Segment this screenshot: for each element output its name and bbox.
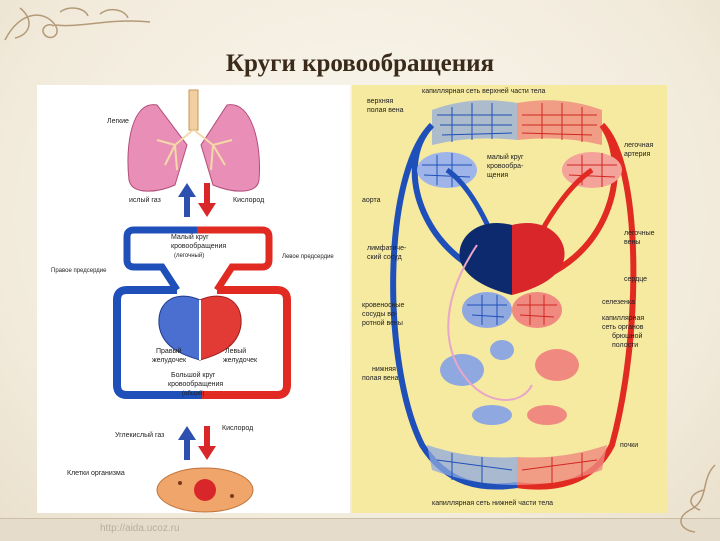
lymphatic-vessel (447, 244, 533, 401)
svc-label-2: полая вена (367, 107, 404, 114)
arrow-up-icon (178, 183, 196, 217)
upper-capillary-label: капиллярная сеть верхней части тела (422, 87, 546, 95)
corner-ornament-icon (4, 7, 151, 41)
lymph-label-2: ский сосуд (367, 253, 402, 261)
right-ventricle-label-2: желудочек (152, 357, 187, 364)
arrow-down-icon (198, 183, 216, 217)
lower-capillary-network (427, 445, 607, 485)
pulmonary-artery-loop (123, 226, 197, 292)
o2-top-label: Кислород (233, 197, 264, 204)
detailed-circulation-diagram: капиллярная сеть верхней части тела верх… (352, 85, 667, 513)
detailed-circulation-svg: капиллярная сеть верхней части тела верх… (362, 87, 655, 507)
pulm-artery-label-2: артерия (624, 151, 650, 158)
pulm-artery-label-1: легочная (624, 142, 654, 149)
ivc-label-1: нижняя (372, 366, 396, 373)
pulm-veins-label-1: легочные (624, 230, 655, 237)
small-circle-label-3: щения (487, 172, 508, 179)
bottom-band (0, 518, 720, 541)
small-circle-label-2: кровообращения (171, 242, 226, 250)
abd-cap-label-4: полости (612, 342, 638, 349)
lower-capillary-label: капиллярная сеть нижней части тела (432, 499, 553, 507)
systemic-artery-loop (202, 286, 291, 399)
watermark: http://aida.ucoz.ru (100, 523, 180, 534)
heart-icon (158, 295, 242, 361)
big-circle-label-2: кровообращения (168, 380, 223, 388)
arrow-up-icon (178, 426, 196, 460)
kidney-capillary-network (472, 405, 567, 425)
cell-icon (156, 467, 254, 513)
lungs-label: Легкие (107, 118, 129, 125)
heart-icon (459, 223, 565, 295)
portal-label-1: кровеносные (362, 302, 405, 309)
left-atrium-label: Левое предсердие (282, 254, 334, 260)
kidneys-label: почки (620, 442, 638, 449)
co2-top-label: ислый газ (129, 196, 161, 204)
ivc-label-2: полая вена (362, 375, 399, 382)
o2-bottom-label: Кислород (222, 425, 253, 432)
aorta-label: аорта (362, 197, 381, 204)
portal-label-2: сосуды во- (362, 311, 398, 318)
co2-bottom-label: Углекислый газ (115, 431, 164, 439)
svc-label-1: верхняя (367, 98, 394, 105)
simple-circulation-svg: Легкие ислый газ Кислород Малый круг кро… (51, 89, 334, 513)
corner-ornament-icon (680, 464, 716, 533)
heart-label: сердце (624, 276, 647, 283)
small-circle-label-1: Малый круг (171, 233, 209, 241)
systemic-vein-loop (113, 286, 202, 399)
abd-cap-label-3: брюшной (612, 332, 643, 340)
cells-label: Клетки организма (67, 470, 125, 477)
simple-circulation-diagram: Легкие ислый газ Кислород Малый круг кро… (37, 85, 350, 513)
left-ventricle-label-1: Левый (225, 347, 246, 355)
small-circle-label-3: (легочный) (174, 252, 204, 259)
abdominal-capillary-network (440, 292, 579, 386)
big-circle-label-1: Большой круг (171, 371, 216, 379)
right-atrium-label: Правое предсердие (51, 268, 107, 274)
lungs-icon (127, 89, 260, 192)
portal-label-3: ротной вены (362, 319, 403, 327)
abd-cap-label-1: капиллярная (602, 315, 644, 322)
left-ventricle-label-2: желудочек (223, 357, 258, 364)
slide-title: Круги кровообращения (225, 50, 495, 77)
right-ventricle-label-1: Правый (156, 347, 182, 355)
big-circle-label-3: (общий) (182, 390, 204, 397)
pulm-veins-label-2: вены (624, 239, 640, 246)
small-circle-label-1: малый круг (487, 153, 524, 161)
arrow-down-icon (198, 426, 216, 460)
pulmonary-vein-loop (197, 226, 273, 292)
upper-capillary-network (432, 100, 602, 145)
small-circle-label-2: кровообра- (487, 162, 524, 170)
lymph-label-1: лимфатиче- (367, 245, 407, 252)
abd-cap-label-2: сеть органов (602, 324, 644, 331)
spleen-label: селезенка (602, 299, 635, 306)
